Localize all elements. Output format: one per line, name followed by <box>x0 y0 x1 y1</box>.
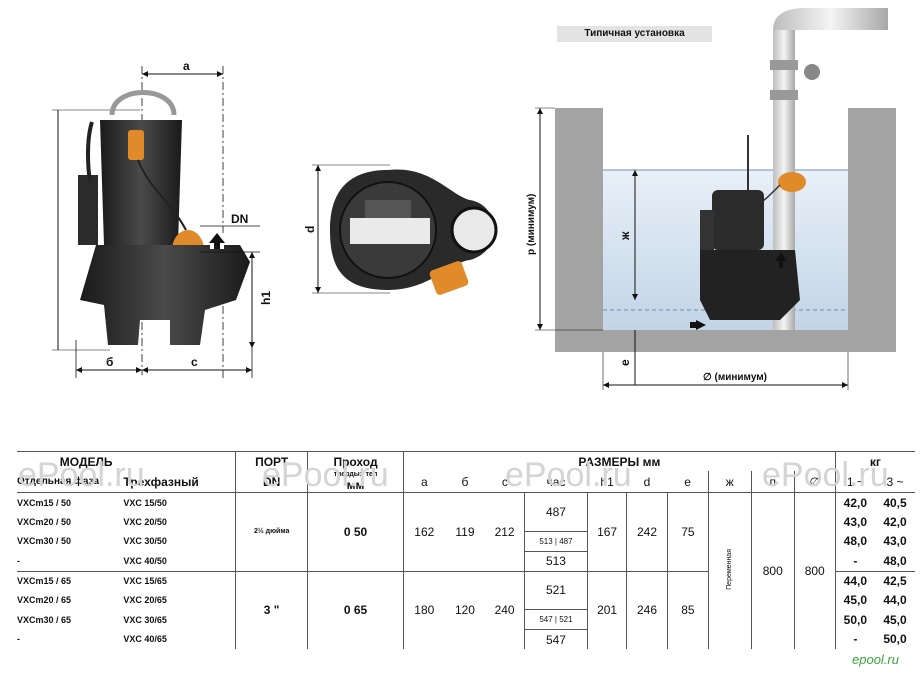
g2-port: 3 " <box>235 570 308 649</box>
spec-table: МОДЕЛЬ ПОРТ Проход РАЗМЕРЫ мм кг Отдельн… <box>17 451 915 649</box>
table-row: VXCm30 / 65 VXC 30/65 547 | 521 50,0 45,… <box>17 609 915 630</box>
g1-port: 2½ дюйма <box>235 492 308 571</box>
g2-pass: 0 65 <box>306 570 404 649</box>
header-port: ПОРТ <box>235 451 308 471</box>
g1-hour-1: 487 <box>523 492 588 531</box>
zh-variable: Переменная <box>726 549 734 590</box>
g1-hour-2: 513 | 487 <box>523 530 588 551</box>
g1-e: 75 <box>666 492 709 571</box>
dim-c-label: c <box>191 355 198 369</box>
g1-pass: 0 50 <box>306 492 404 571</box>
g2-a: 180 <box>403 570 445 649</box>
dim-zh-label: ж <box>618 231 632 241</box>
col-h1: h1 <box>600 474 614 489</box>
table-row: VXCm20 / 65 VXC 20/65 45,0 44,0 <box>17 590 915 610</box>
g1-a: 162 <box>403 492 445 571</box>
col-kg-1: 1 ~ <box>834 471 876 493</box>
dim-d-label: d <box>303 226 317 233</box>
col-o: ∅ <box>793 471 836 493</box>
pump-side-view: a DN б c h1 <box>52 59 273 380</box>
g2-hour-3: 547 <box>523 629 588 649</box>
g2-e: 85 <box>666 570 709 649</box>
col-hour: час <box>546 474 566 489</box>
col-kg-3: 3 ~ <box>886 474 904 489</box>
header-pass: Проход <box>306 451 404 471</box>
g2-hour-2: 547 | 521 <box>523 609 588 630</box>
g2-d: 246 <box>626 570 668 649</box>
table-row: - VXC 40/65 547 - 50,0 <box>17 629 915 649</box>
header-three-phase: Трехфазный <box>123 474 199 489</box>
col-e: e <box>684 474 691 489</box>
g1-hour-3: 513 <box>523 550 588 571</box>
dim-dn-label: DN <box>231 212 248 226</box>
g1-c: 212 <box>494 524 515 539</box>
site-logo: epool.ru <box>852 652 899 667</box>
table-row: VXCm20 / 50 VXC 20/50 43,0 42,0 <box>17 512 915 531</box>
p-value: 800 <box>750 492 795 649</box>
o-value: 800 <box>793 492 836 649</box>
g1-b: 119 <box>455 524 475 539</box>
col-p: п <box>750 471 795 493</box>
installation-caption: Типичная установка <box>557 26 712 42</box>
col-d: d <box>643 474 651 489</box>
dim-o-min-label: ∅ (минимум) <box>703 372 767 383</box>
header-model: МОДЕЛЬ <box>17 451 236 471</box>
table-row: VXCm15 / 65 VXC 15/65 3 " 0 65 180 120 2… <box>17 570 915 649</box>
g2-hour-1: 521 <box>523 570 588 610</box>
col-a: a <box>403 471 445 493</box>
dim-b-label: б <box>106 355 113 369</box>
g2-c: 240 <box>485 570 525 649</box>
pump-top-view: d <box>303 164 498 295</box>
col-zh: ж <box>707 471 752 493</box>
header-dims: РАЗМЕРЫ мм <box>403 451 836 471</box>
header-pass-unit: мм <box>346 478 365 492</box>
col-c: c <box>501 474 508 489</box>
header-port-dn: DN <box>235 471 308 493</box>
header-kg: кг <box>834 451 915 471</box>
dim-a-label: a <box>183 59 190 73</box>
table-row: VXCm30 / 50 VXC 30/50 513 | 487 48,0 43,… <box>17 530 915 551</box>
table-row: - VXC 40/50 513 - 48,0 <box>17 550 915 571</box>
installation-diagram: p (минимум) ж e ∅ (минимум) <box>526 8 896 390</box>
dim-p-min-label: p (минимум) <box>526 194 537 255</box>
table-row: VXCm15 / 50 VXC 15/50 2½ дюйма 0 50 162 … <box>17 492 915 649</box>
g2-h1: 201 <box>587 570 627 649</box>
g1-d: 242 <box>626 492 668 571</box>
g1-h1: 167 <box>587 492 627 571</box>
col-b: б <box>461 474 469 489</box>
dim-h1-label: h1 <box>259 291 273 305</box>
g2-b: 120 <box>444 570 486 649</box>
header-single-phase: Отдельная фаза <box>17 476 100 487</box>
dim-e-label: e <box>618 359 632 366</box>
header-pass-sub: твердых тел <box>333 471 378 478</box>
